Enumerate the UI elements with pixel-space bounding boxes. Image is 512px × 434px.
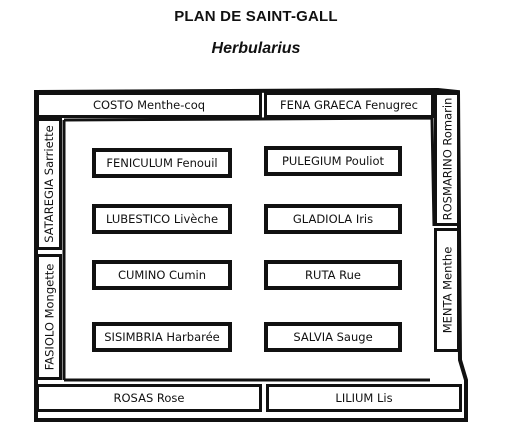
bed-bottom-right: LILIUM Lis <box>266 384 462 412</box>
bed-left-upper: SATAREGIA Sarriette <box>36 118 62 250</box>
bed-inner-right-2: GLADIOLA Iris <box>264 204 402 234</box>
bed-inner-right-1: PULEGIUM Pouliot <box>264 146 402 176</box>
bed-inner-right-3: RUTA Rue <box>264 260 402 290</box>
bed-inner-left-1: FENICULUM Fenouil <box>92 148 232 178</box>
bed-inner-right-4: SALVIA Sauge <box>264 322 402 352</box>
bed-right-lower: MENTA Menthe <box>434 228 460 352</box>
bed-right-upper: ROSMARINO Romarin <box>434 92 460 226</box>
bed-left-lower: FASIOLO Mongette <box>36 254 62 380</box>
bed-top-right: FENA GRAECA Fenugrec <box>264 92 434 118</box>
bed-inner-left-2: LUBESTICO Livèche <box>92 204 232 234</box>
page-subtitle: Herbularius <box>211 40 301 57</box>
bed-inner-left-3: CUMINO Cumin <box>92 260 232 290</box>
bed-bottom-left: ROSAS Rose <box>36 384 262 412</box>
page-title: PLAN DE SAINT-GALL <box>174 8 338 25</box>
bed-inner-left-4: SISIMBRIA Harbarée <box>92 322 232 352</box>
bed-top-left: COSTO Menthe-coq <box>36 92 262 118</box>
